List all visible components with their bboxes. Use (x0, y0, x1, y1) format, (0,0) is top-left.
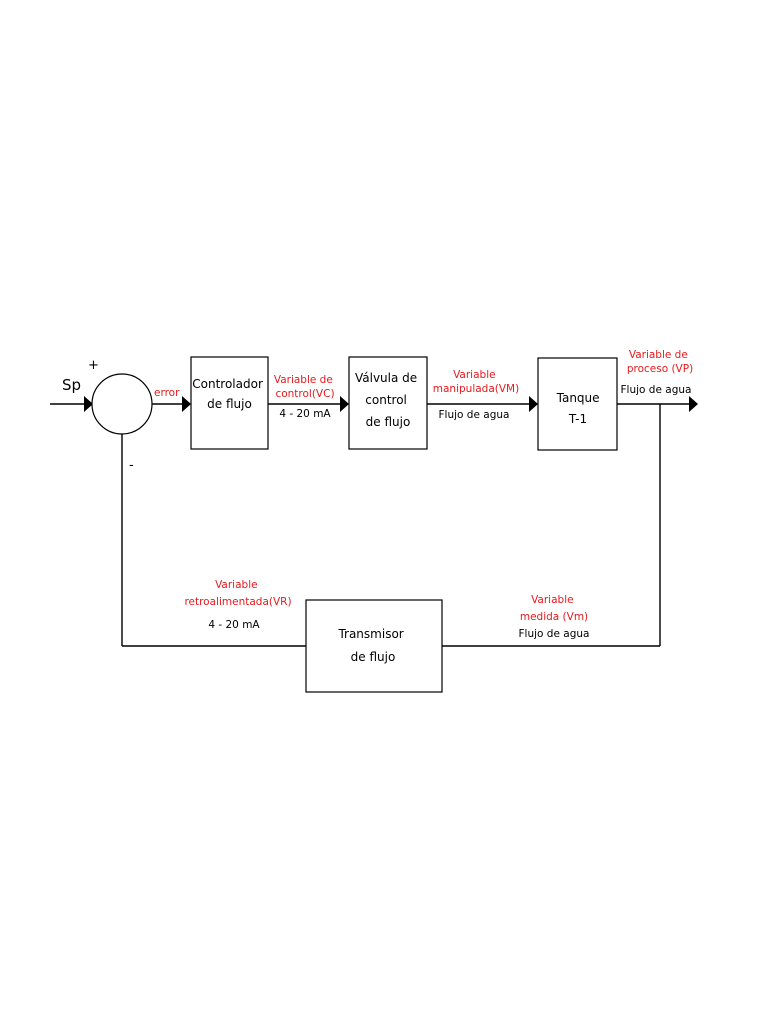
feedback-variable-label: Variable retroalimentada(VR) (184, 579, 291, 608)
process-variable-label: Variable de proceso (VP) (627, 349, 693, 375)
plus-sign: + (88, 358, 99, 373)
minus-sign: - (129, 458, 134, 473)
transmitter-label: Transmisor de flujo (337, 627, 407, 664)
valve-label: Válvula de control de flujo (355, 371, 421, 429)
controller-label: Controlador de flujo (192, 377, 266, 411)
control-signal-value: 4 - 20 mA (279, 408, 331, 420)
controller-block (190, 356, 269, 450)
setpoint-label: Sp (62, 376, 81, 394)
measured-variable-label: Variable medida (Vm) (520, 594, 588, 623)
transmitter-block (305, 599, 443, 693)
control-signal-arrowhead (340, 396, 349, 412)
error-label: error (154, 387, 180, 399)
manipulated-arrowhead (529, 396, 538, 412)
summing-junction (91, 373, 153, 435)
tank-block (537, 357, 618, 451)
tank-label: Tanque T-1 (556, 391, 604, 426)
process-flow-label: Flujo de agua (621, 384, 692, 396)
control-variable-label: Variable de control(VC) (274, 374, 336, 400)
error-arrowhead (182, 396, 191, 412)
input-arrowhead (84, 396, 93, 412)
process-output-arrowhead (689, 396, 698, 412)
feedback-signal-value: 4 - 20 mA (208, 619, 260, 631)
valve-block (348, 356, 428, 450)
manipulated-flow-label: Flujo de agua (439, 409, 510, 421)
manipulated-variable-label: Variable manipulada(VM) (433, 369, 519, 395)
measured-flow-label: Flujo de agua (519, 628, 590, 640)
